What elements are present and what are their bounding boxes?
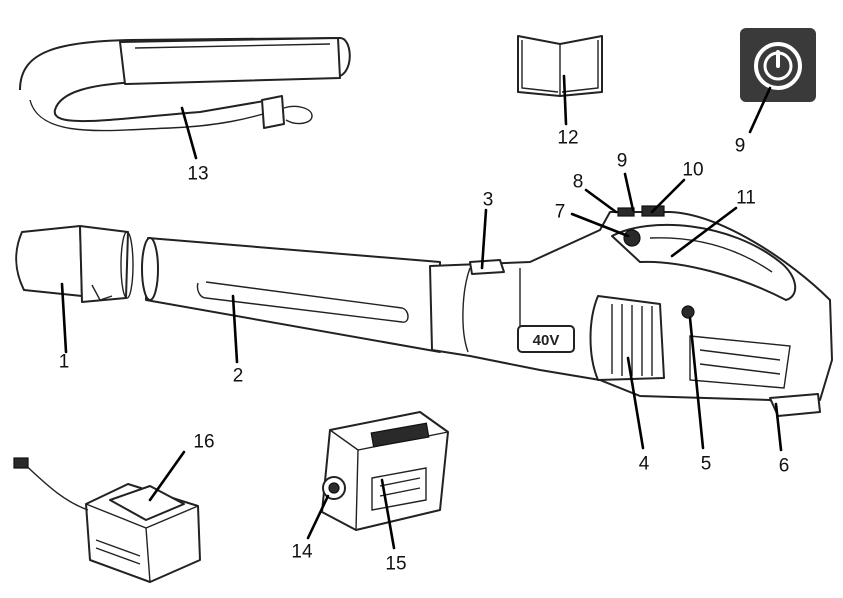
callout-11: 11 — [736, 187, 756, 209]
nozzle — [15, 225, 134, 303]
callout-3: 3 — [482, 189, 494, 211]
air-intake-vents — [611, 304, 653, 376]
boost-button — [617, 207, 635, 217]
callout-9-panel: 9 — [616, 150, 628, 172]
battery-badge: 40V — [533, 332, 560, 349]
shoulder-strap — [19, 37, 351, 132]
blower-body: 40V — [429, 205, 833, 417]
callout-16: 16 — [193, 431, 215, 453]
callout-2: 2 — [232, 365, 244, 387]
leader-lines — [60, 74, 783, 550]
callout-12: 12 — [557, 127, 579, 149]
callout-1: 1 — [58, 351, 70, 373]
callout-10: 10 — [682, 159, 704, 181]
power-button-icon — [740, 28, 816, 102]
callout-6: 6 — [778, 455, 790, 477]
callout-13: 13 — [187, 163, 209, 185]
speed-dial — [681, 305, 695, 319]
cruise-control-knob — [623, 229, 641, 247]
callout-5: 5 — [700, 453, 712, 475]
callout-15: 15 — [385, 553, 407, 575]
callout-4: 4 — [638, 453, 650, 475]
callout-8: 8 — [572, 171, 584, 193]
manual-icon — [517, 35, 603, 97]
callout-9-icon: 9 — [734, 135, 746, 157]
callout-7: 7 — [554, 201, 566, 223]
callout-14: 14 — [291, 541, 313, 563]
blower-tube — [141, 237, 441, 353]
battery-pack — [321, 411, 449, 531]
charger — [13, 457, 201, 583]
